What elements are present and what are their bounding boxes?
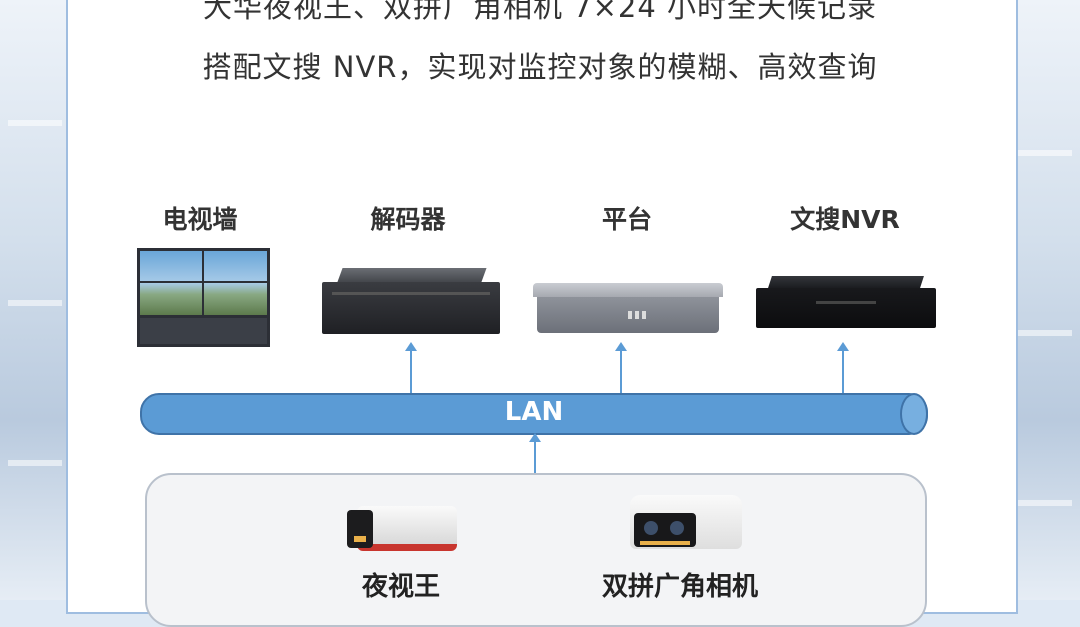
arrow-up-icon [615,342,627,351]
headline-line-2: 搭配文搜 NVR，实现对监控对象的模糊、高效查询 [202,50,878,84]
device-label-decoder: 解码器 [370,205,446,234]
lan-label: LAN [504,397,564,427]
bullet-camera-image [347,498,459,556]
background-left [0,0,70,600]
connector-decoder [410,350,412,393]
device-label-platform: 平台 [601,205,652,234]
decoder-image [322,268,500,334]
video-wall-image [137,248,270,347]
camera-group-box [145,473,927,627]
camera-label-dual-wide: 双拼广角相机 [601,572,758,602]
platform-image [533,283,723,333]
connector-nvr [842,350,844,393]
arrow-up-icon [529,433,541,442]
arrow-up-icon [837,342,849,351]
device-label-nvr: 文搜NVR [790,205,900,234]
dual-lens-camera-image [630,495,742,553]
lan-pipe-cap [900,393,928,435]
nvr-image [756,276,936,328]
connector-cameras [534,441,536,474]
lan-pipe: LAN [140,393,928,435]
headline-line-1: 大华夜视王、双拼广角相机 7×24 小时全天候记录 [202,0,878,24]
connector-platform [620,350,622,393]
arrow-up-icon [405,342,417,351]
device-label-video-wall: 电视墙 [162,205,238,234]
camera-label-night-vision: 夜视王 [361,572,440,602]
background-right [1010,0,1080,600]
